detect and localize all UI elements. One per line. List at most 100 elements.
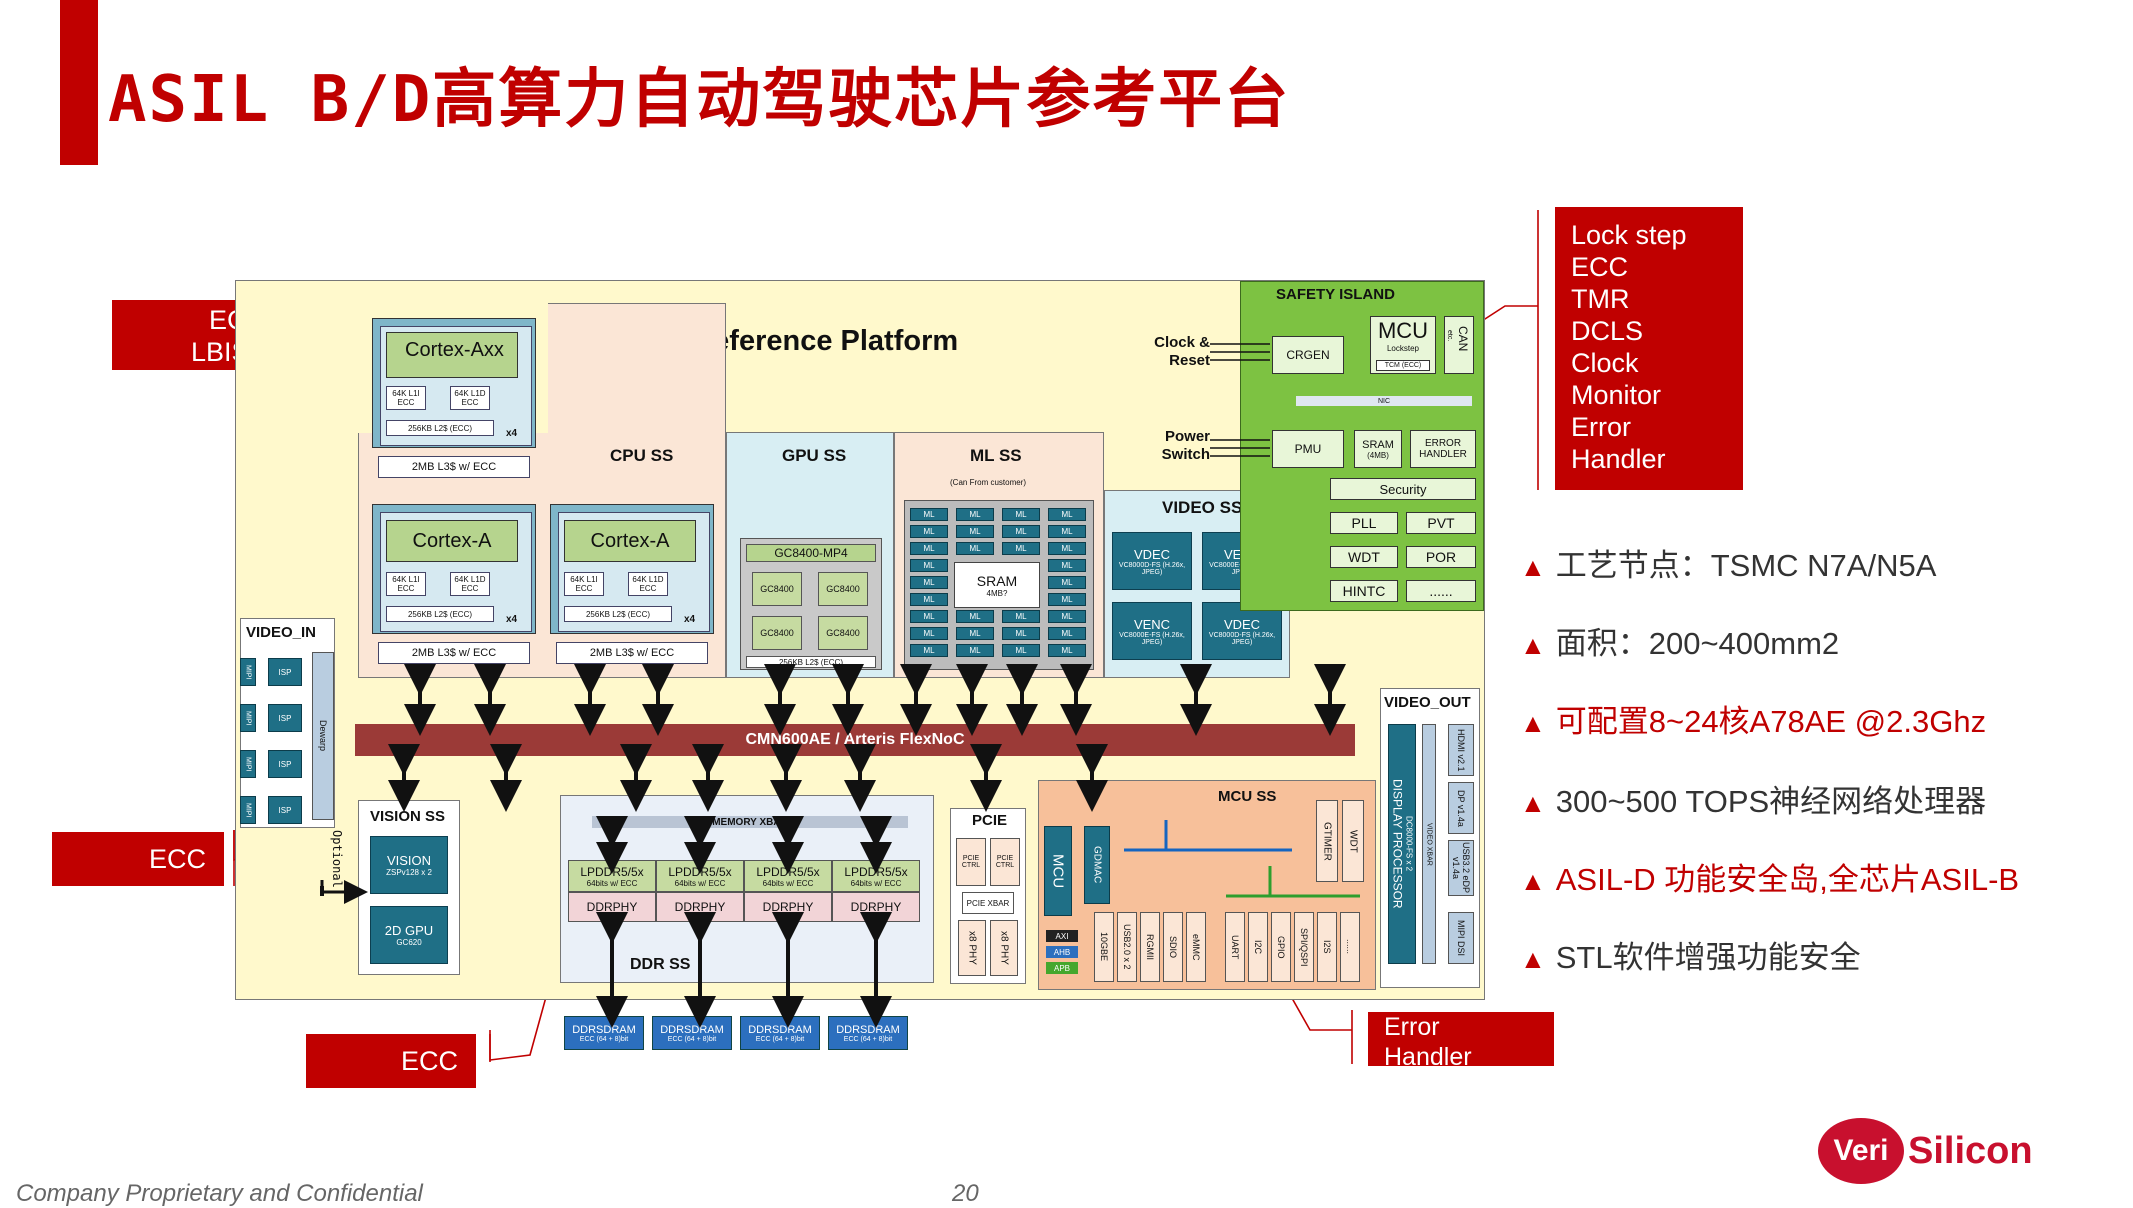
vision-label: VISION [386,853,432,868]
l1d-label: 64K L1D [454,389,486,398]
title-accent-bar [60,0,98,165]
optional-label: Optional [330,830,344,888]
ml-cell: ML [956,525,994,538]
safety-feature: Error [1571,412,1631,442]
bullet-triangle-icon: ▲ [1520,708,1546,738]
mcu-peripheral: GPIO [1271,912,1291,982]
codec-name: VDEC [1223,616,1261,632]
isp-block: ISP [268,750,302,778]
sdram-spec: ECC (64 + 8)bit [843,1035,893,1043]
ml-cell: ML [1002,508,1040,521]
ml-ss-title: ML SS [970,446,1022,465]
isp-block: ISP [268,658,302,686]
bullet-item: ▲工艺节点：TSMC N7A/N5A [1520,540,1936,585]
display-processor-label: DISPLAY PROCESSOR [1390,779,1405,909]
gpu2d-label: 2D GPU [384,923,434,938]
gdmac-block: GDMAC [1084,826,1110,904]
mipi-port: MIPI [240,658,256,686]
bullet-item: ▲ STL软件增强功能安全 [1520,932,1861,977]
dewarp-block: Dewarp [312,652,334,820]
bullet-triangle-icon: ▲ [1520,866,1546,896]
port-label: MIPI DSI [1456,919,1466,956]
wdt-block: WDT [1330,546,1398,568]
safety-feature: Lock step [1571,220,1687,250]
mcu-peripheral-label: I2S [1322,940,1332,954]
core-name-2: Cortex-A [386,520,518,562]
ml-cell: ML [956,542,994,555]
ml-cell: ML [1048,508,1086,521]
pcie-ctrl: PCIE CTRL [956,838,986,886]
mcu-ss-core-label: MCU [1049,853,1067,889]
codec-name: VENC [1133,616,1171,632]
ml-cell: ML [910,593,948,606]
mcu-peripheral-label: SDIO [1168,935,1178,958]
display-processor: DISPLAY PROCESSOR DC8000-FS x 2 [1388,724,1416,964]
gpu-name: GC8400-MP4 [746,544,876,562]
ml-cell: ML [910,576,948,589]
bullet-text: STL软件增强功能安全 [1555,940,1861,975]
crgen-block: CRGEN [1272,336,1344,374]
mipi-label: MIPI [244,710,252,726]
lpddr-spec: 64bits w/ ECC [674,878,726,888]
callout-ecc-bottom: ECC [306,1034,476,1088]
pvt-block: PVT [1406,512,1476,534]
l3-cache: 2MB L3$ w/ ECC [378,456,530,478]
power-switch-label: Power Switch [1161,428,1210,463]
l1d-label: 64K L1D [454,575,486,584]
page-title: ASIL B/D高算力自动驾驶芯片参考平台 [108,63,1291,137]
bullet-text: ASIL-D 功能安全岛,全芯片ASIL-B [1555,862,2020,897]
ml-cell: ML [1002,542,1040,555]
l1d-ecc: ECC [639,584,657,593]
lpddr-spec: 64bits w/ ECC [762,878,814,888]
security-block: Security [1330,478,1476,500]
bullet-triangle-icon: ▲ [1520,944,1546,974]
ddr-phy: DDRPHY [568,892,656,922]
core-name-1: Cortex-Axx [386,332,518,378]
ml-ss-subtitle: (Can From customer) [950,478,1027,487]
mcu-peripheral: SPI/QSPI [1294,912,1314,982]
safety-mcu-label: MCU [1377,318,1429,343]
pcie-phy-label: x8 PHY [966,931,978,965]
l2-cache: 256KB L2$ (ECC) [564,606,672,622]
video-ss-title: VIDEO SS [1162,498,1243,517]
por-block: POR [1406,546,1476,568]
can-label: CAN [1456,326,1470,352]
bullet-triangle-icon: ▲ [1520,630,1546,660]
safety-feature: ECC [1571,252,1629,282]
lpddr-spec: 64bits w/ ECC [586,878,638,888]
sdram-spec: ECC (64 + 8)bit [579,1035,629,1043]
mcu-tcm: TCM (ECC) [1376,360,1430,371]
video-in-title: VIDEO_IN [246,624,317,641]
mcu-ss-core: MCU [1044,826,1072,916]
l1d-ecc: ECC [461,584,479,593]
mipi-port: MIPI [240,704,256,732]
gdmac-label: GDMAC [1091,846,1103,884]
ml-cell: ML [1048,627,1086,640]
ml-cell: ML [910,508,948,521]
lpddr-spec: 64bits w/ ECC [850,878,902,888]
l2-cache: 256KB L2$ (ECC) [386,420,494,436]
mcu-peripheral: I2C [1248,912,1268,982]
clock-reset-label: Clock & Reset [1154,334,1210,369]
mcu-peripheral: USB2.0 x 2 [1117,912,1137,982]
safety-island-title: SAFETY ISLAND [1276,286,1395,303]
safety-sram-label: SRAM [1362,438,1394,451]
safety-feature: TMR [1571,284,1630,314]
mcu-peripheral: eMMC [1186,912,1206,982]
bullet-triangle-icon: ▲ [1520,788,1546,818]
footer-confidential: Company Proprietary and Confidential [16,1180,423,1207]
ml-cell: ML [1048,542,1086,555]
pcie-phy-label: x8 PHY [998,931,1010,965]
pcie-ctrl: PCIE CTRL [990,838,1020,886]
logo-veri: Veri [1833,1134,1889,1167]
misc-block: ...... [1406,580,1476,602]
mcu-peripheral: I2S [1317,912,1337,982]
bullet-item: ▲300~500 TOPS神经网络处理器 [1520,776,1986,821]
codec-name: VDEC [1133,546,1171,562]
port-label: USB3.2 eDP v1.4a [1451,842,1471,894]
gtimer-block: GTIMER [1316,800,1338,882]
bullet-item: ▲ ASIL-D 功能安全岛,全芯片ASIL-B [1520,854,2019,899]
